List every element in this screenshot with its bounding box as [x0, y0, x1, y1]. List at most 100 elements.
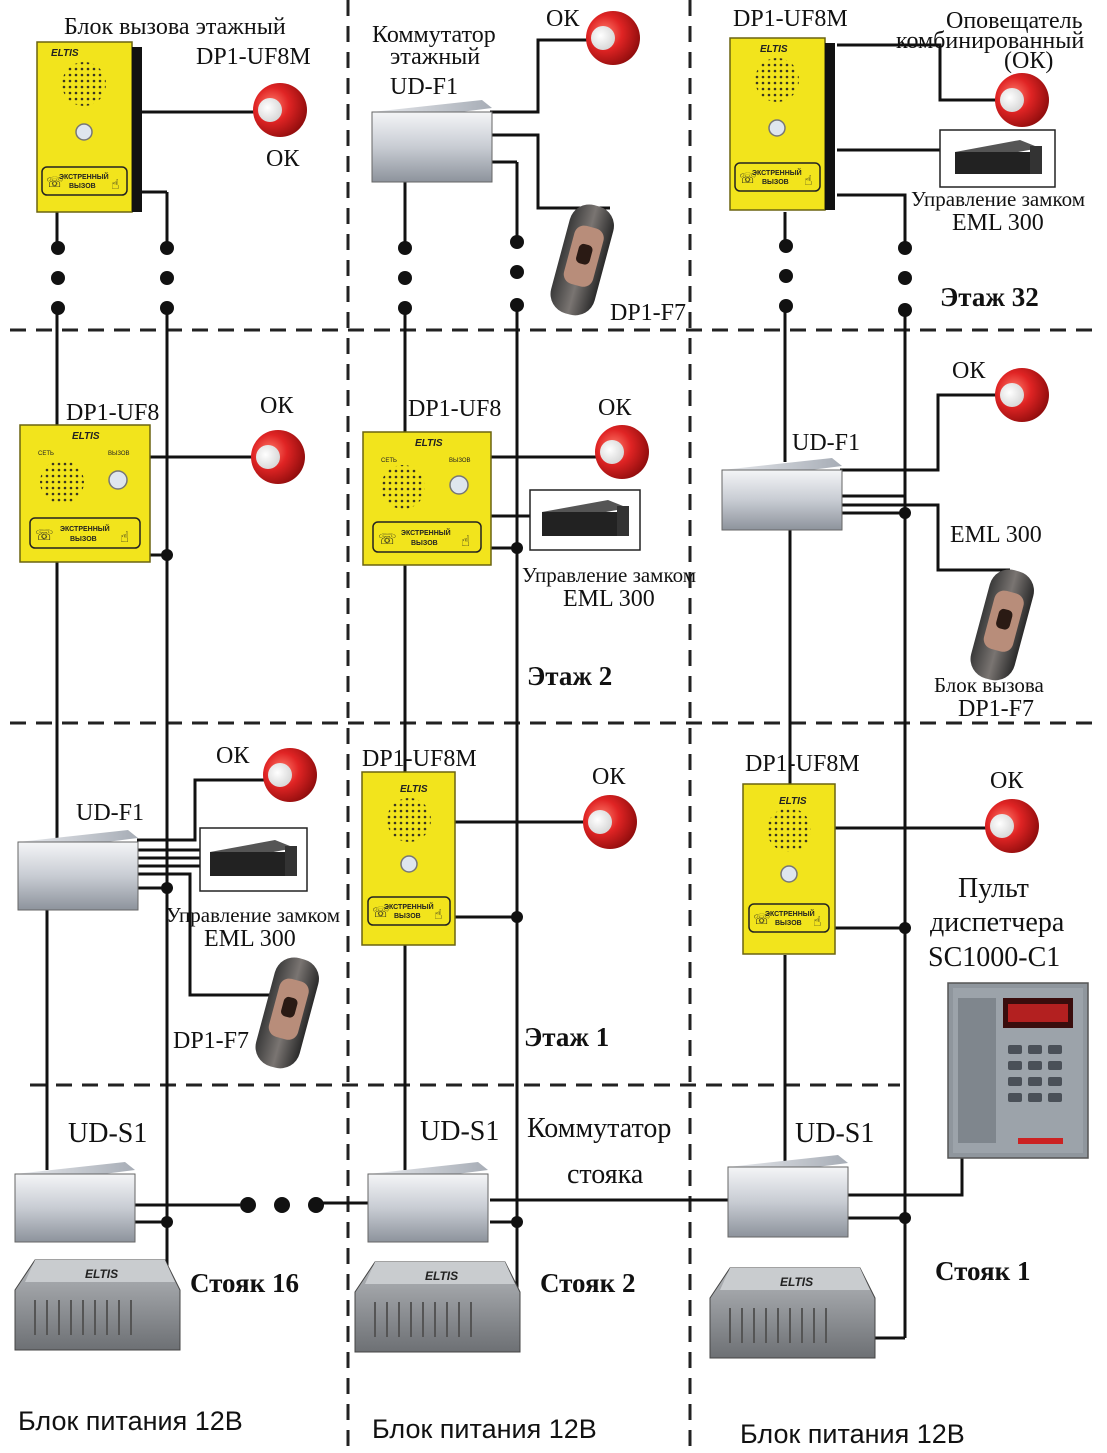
- panel-emergency-label: ЭКСТРЕННЫЙ: [59, 172, 109, 181]
- panel-emergency-label: ЭКСТРЕННЫЙ: [401, 528, 451, 537]
- label-riser2: Стояк 2: [540, 1268, 635, 1298]
- panel-emergency-label: ЭКСТРЕННЫЙ: [384, 902, 434, 911]
- panel-emergency-label: ЭКСТРЕННЫЙ: [60, 524, 110, 533]
- call-block-dp1-f7-floor32-riser2: [550, 204, 614, 316]
- beacon-ok-floor1-riser2: [583, 795, 637, 849]
- panel-net-label: СЕТЬ: [38, 451, 54, 457]
- label-ok-floor32-riser16: ОК: [266, 146, 300, 172]
- call-button-icon: [449, 475, 469, 495]
- hand-icon: ☝: [434, 906, 443, 922]
- brand-logo: ELTIS: [51, 48, 79, 59]
- label-riser1: Стояк 1: [935, 1256, 1030, 1286]
- panel-call-indicator-label: ВЫЗОВ: [449, 458, 471, 464]
- beacon-ok-floor2-riser2: [595, 425, 649, 479]
- beacon-ok-floor1-riser16: [263, 748, 317, 802]
- beacon-ok-floor2-riser16: [251, 430, 305, 484]
- hand-icon: ☝: [804, 172, 813, 188]
- label-switch-floor-line2: этажный: [390, 44, 480, 70]
- brand-logo: ELTIS: [72, 431, 100, 442]
- label-ok-floor2-riser16: ОК: [260, 393, 294, 419]
- panel-call-label: ВЫЗОВ: [411, 540, 438, 547]
- label-ud-s1-riser16: UD-S1: [68, 1118, 147, 1149]
- hand-icon: ☝: [111, 176, 120, 192]
- power-supply-riser1: ELTIS: [709, 1267, 876, 1359]
- call-panel-dp1-uf8m-floor1-riser2: ELTIS ЭКСТРЕННЫЙ ВЫЗОВ ☏ ☝: [361, 771, 456, 946]
- label-psu-riser16: Блок питания 12В: [18, 1406, 243, 1436]
- brand-logo: ELTIS: [780, 1275, 813, 1289]
- panel-net-label: СЕТЬ: [381, 458, 397, 464]
- call-panel-dp1-uf8-floor2-riser2: ELTIS СЕТЬ ВЫЗОВ ЭКСТРЕННЫЙ ВЫЗОВ ☏ ☝: [362, 431, 492, 566]
- label-eml300-floor2-riser2: EML 300: [563, 586, 655, 612]
- floor-switch-ud-f1-floor2-riser1: [721, 458, 843, 531]
- beacon-ok-floor32-riser2: [586, 11, 640, 65]
- lock-eml300-floor2-riser2: [529, 489, 641, 551]
- label-switch-riser-line2: стояка: [567, 1159, 644, 1190]
- call-panel-dp1-uf8m-floor32-riser16: ELTIS ЭКСТРЕННЫЙ ВЫЗОВ ☏ ☝: [36, 41, 142, 213]
- label-floor1: Этаж 1: [524, 1022, 609, 1052]
- call-button-icon: [75, 123, 93, 141]
- label-psu-riser1: Блок питания 12В: [740, 1419, 965, 1449]
- power-supply-riser2: ELTIS: [354, 1261, 521, 1353]
- label-ud-s1-riser1: UD-S1: [795, 1118, 874, 1149]
- label-eml300-floor2-riser1: EML 300: [950, 522, 1042, 548]
- panel-emergency-label: ЭКСТРЕННЫЙ: [752, 168, 802, 177]
- label-dp1-f7-floor2-riser1: DP1-F7: [958, 696, 1034, 722]
- hand-icon: ☝: [120, 529, 129, 546]
- label-switch-floor-line1: Коммутатор: [372, 22, 496, 48]
- call-panel-dp1-uf8-floor2-riser16: ELTIS СЕТЬ ВЫЗОВ ЭКСТРЕННЫЙ ВЫЗОВ ☏ ☝: [19, 424, 151, 563]
- panel-call-label: ВЫЗОВ: [70, 536, 97, 543]
- call-button-icon: [768, 119, 786, 137]
- label-ok-floor32-riser2: ОК: [546, 6, 580, 32]
- call-panel-dp1-uf8m-floor32-riser1: ELTIS ЭКСТРЕННЫЙ ВЫЗОВ ☏ ☝: [729, 37, 835, 211]
- panel-call-indicator-label: ВЫЗОВ: [108, 451, 130, 457]
- panel-call-label: ВЫЗОВ: [69, 183, 96, 190]
- call-block-dp1-f7-floor2-riser1: [970, 569, 1034, 681]
- label-lock-ctrl-floor32-riser1: Управление замком: [911, 187, 1085, 211]
- label-ok-floor1-riser2: ОК: [592, 764, 626, 790]
- label-dp1-f7-floor1-riser16: DP1-F7: [173, 1028, 249, 1054]
- label-eml300-floor32-riser1: EML 300: [952, 210, 1044, 236]
- panel-call-label: ВЫЗОВ: [762, 179, 789, 186]
- label-lock-ctrl-floor2-riser2: Управление замком: [522, 563, 696, 587]
- riser-switch-ud-s1-riser1: [727, 1155, 849, 1238]
- label-call-block-floor2-riser1: Блок вызова: [934, 673, 1045, 697]
- label-ok-floor1-riser16: ОК: [216, 743, 250, 769]
- label-ud-s1-riser2: UD-S1: [420, 1116, 499, 1147]
- connection-dots: [51, 235, 912, 1228]
- phone-icon: ☏: [46, 174, 64, 190]
- lock-eml300-floor1-riser16: [199, 827, 308, 892]
- label-dp1-f7-floor32-riser2: DP1-F7: [610, 300, 686, 326]
- riser-switch-ud-s1-riser16: [14, 1162, 136, 1243]
- hand-icon: ☝: [813, 913, 822, 929]
- label-dp1-uf8m-floor1-riser2: DP1-UF8M: [362, 746, 477, 772]
- riser-switch-ud-s1-riser2: [367, 1162, 489, 1243]
- label-dispatcher-model: SC1000-C1: [928, 942, 1060, 973]
- call-block-dp1-f7-floor1-riser16: [255, 957, 319, 1069]
- panel-emergency-label: ЭКСТРЕННЫЙ: [765, 909, 815, 918]
- label-notifier-line1: Оповещатель: [946, 8, 1083, 34]
- label-eml300-floor1-riser16: EML 300: [204, 926, 296, 952]
- panel-call-label: ВЫЗОВ: [775, 920, 802, 927]
- label-ok-floor2-riser2: ОК: [598, 395, 632, 421]
- panel-call-label: ВЫЗОВ: [394, 913, 421, 920]
- label-dp1-uf8-floor2-riser16: DP1-UF8: [66, 400, 159, 426]
- beacon-ok-floor1-riser1: [985, 799, 1039, 853]
- call-button-icon: [400, 855, 418, 873]
- label-switch-riser-line1: Коммутатор: [527, 1113, 671, 1144]
- label-dp1-uf8-floor2-riser2: DP1-UF8: [408, 396, 501, 422]
- brand-logo: ELTIS: [425, 1269, 458, 1283]
- brand-logo: ELTIS: [415, 438, 443, 449]
- label-floor32: Этаж 32: [940, 282, 1039, 312]
- label-psu-riser2: Блок питания 12В: [372, 1414, 597, 1444]
- brand-logo: ELTIS: [779, 796, 807, 807]
- beacon-ok-floor2-riser1: [995, 368, 1049, 422]
- label-dp1-uf8m-floor32-riser1: DP1-UF8M: [733, 6, 848, 32]
- floor-switch-ud-f1-floor32-riser2: [371, 100, 493, 183]
- lock-eml300-floor32-riser1: [939, 129, 1056, 188]
- brand-logo: ELTIS: [760, 44, 788, 55]
- label-notifier-line3: (ОК): [1004, 48, 1053, 74]
- label-ok-floor1-riser1: ОК: [990, 768, 1024, 794]
- brand-logo: ELTIS: [400, 784, 428, 795]
- label-notifier-line2: комбинированный: [896, 28, 1084, 54]
